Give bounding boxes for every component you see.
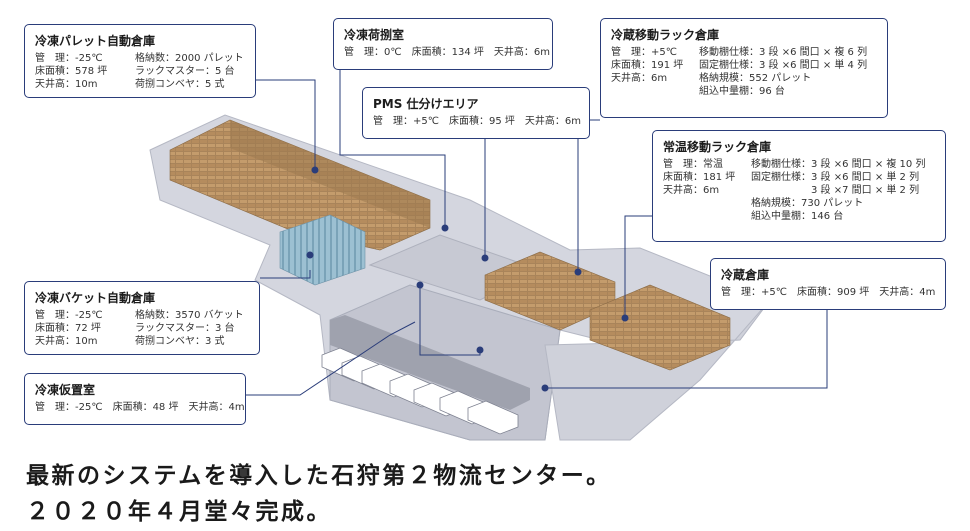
callout-bucket-warehouse: 冷凍バケット自動倉庫 管 理：-25℃ 床面積：72 坪 天井高：10m 格納数… bbox=[24, 281, 260, 355]
spec-line: 格納数：2000 パレット bbox=[135, 53, 244, 64]
truck-dock bbox=[321, 315, 530, 435]
pallet-rack-block bbox=[169, 119, 431, 251]
spec-line: 天井高：6m bbox=[611, 73, 668, 84]
spec-line: 移動棚仕様：3 段 ×6 間口 × 複 6 列 bbox=[699, 47, 868, 58]
spec-line: 天井高：10m bbox=[35, 79, 98, 90]
callout-title: PMS 仕分けエリア bbox=[373, 97, 479, 111]
spec-line: 組込中量棚：96 台 bbox=[699, 86, 785, 97]
bucket-rack-block bbox=[279, 214, 366, 286]
callout-pallet-warehouse: 冷凍パレット自動倉庫 管 理：-25℃ 床面積：578 坪 天井高：10m 格納… bbox=[24, 24, 256, 98]
spec-line: 床面積：181 坪 bbox=[663, 172, 736, 183]
spec-line: 格納規模：730 パレット bbox=[751, 198, 864, 209]
spec-line: 管 理：+5℃ bbox=[611, 47, 677, 58]
spec-line: 格納数：3570 バケット bbox=[135, 310, 244, 321]
spec-line: 天井高：10m bbox=[35, 336, 98, 347]
callout-title: 冷凍仮置室 bbox=[35, 383, 96, 397]
spec-line: 固定棚仕様：3 段 ×6 間口 × 単 4 列 bbox=[699, 60, 868, 71]
callout-handling-room: 冷凍荷捌室 管 理：0℃ 床面積：134 坪 天井高：6m bbox=[333, 18, 553, 70]
spec-line: 管 理：+5℃ 床面積：909 坪 天井高：4m bbox=[721, 287, 936, 298]
spec-line: 天井高：6m bbox=[663, 185, 720, 196]
spec-line: 移動棚仕様：3 段 ×6 間口 × 複 10 列 bbox=[751, 159, 926, 170]
callout-ambient-rack: 常温移動ラック倉庫 管 理：常温 床面積：181 坪 天井高：6m 移動棚仕様：… bbox=[652, 130, 946, 242]
spec-line: 管 理：-25℃ bbox=[35, 310, 103, 321]
callout-title: 冷蔵倉庫 bbox=[721, 268, 770, 282]
callout-pms-area: PMS 仕分けエリア 管 理：+5℃ 床面積：95 坪 天井高：6m bbox=[362, 87, 590, 139]
spec-line: 床面積：72 坪 bbox=[35, 323, 101, 334]
callout-chilled-warehouse: 冷蔵倉庫 管 理：+5℃ 床面積：909 坪 天井高：4m bbox=[710, 258, 946, 310]
callout-title: 冷凍パレット自動倉庫 bbox=[35, 34, 156, 48]
tagline-line-2: ２０２０年４月堂々完成。 bbox=[26, 499, 332, 525]
spec-line: 管 理：0℃ 床面積：134 坪 天井高：6m bbox=[344, 47, 550, 58]
spec-line: 荷捌コンベヤ：3 式 bbox=[135, 336, 225, 347]
spec-line: 床面積：191 坪 bbox=[611, 60, 684, 71]
tagline-line-1: 最新のシステムを導入した石狩第２物流センター。 bbox=[26, 463, 612, 489]
spec-line: 固定棚仕様：3 段 ×6 間口 × 単 2 列 bbox=[751, 172, 920, 183]
callout-title: 常温移動ラック倉庫 bbox=[663, 140, 772, 154]
leader-dots bbox=[306, 166, 629, 392]
spec-line: 組込中量棚：146 台 bbox=[751, 211, 844, 222]
spec-line: 床面積：578 坪 bbox=[35, 66, 108, 77]
spec-line: 管 理：-25℃ 床面積：48 坪 天井高：4m bbox=[35, 402, 245, 413]
spec-line: 管 理：常温 bbox=[663, 159, 723, 170]
callout-title: 冷凍バケット自動倉庫 bbox=[35, 291, 156, 305]
spec-line: ラックマスター：3 台 bbox=[135, 323, 235, 334]
spec-line: 荷捌コンベヤ：5 式 bbox=[135, 79, 225, 90]
spec-line: 管 理：-25℃ bbox=[35, 53, 103, 64]
spec-line: 3 段 ×7 間口 × 単 2 列 bbox=[751, 185, 920, 196]
spec-line: ラックマスター：5 台 bbox=[135, 66, 235, 77]
leader-lines bbox=[245, 70, 828, 396]
spec-line: 格納規模：552 パレット bbox=[699, 73, 812, 84]
callout-title: 冷蔵移動ラック倉庫 bbox=[611, 28, 720, 42]
callout-title: 冷凍荷捌室 bbox=[344, 28, 405, 42]
callout-temp-room: 冷凍仮置室 管 理：-25℃ 床面積：48 坪 天井高：4m bbox=[24, 373, 246, 425]
callout-chilled-rack: 冷蔵移動ラック倉庫 管 理：+5℃ 床面積：191 坪 天井高：6m 移動棚仕様… bbox=[600, 18, 888, 118]
spec-line: 管 理：+5℃ 床面積：95 坪 天井高：6m bbox=[373, 116, 581, 127]
